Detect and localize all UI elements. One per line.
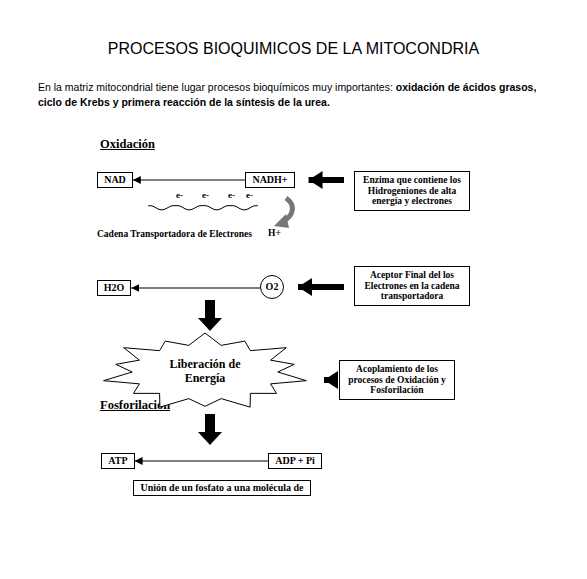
intro-text: En la matriz mitocondrial tiene lugar pr… bbox=[38, 81, 393, 93]
reaction-arrow bbox=[133, 180, 246, 181]
node-text: Enzima que contiene los Hidrogeniones de… bbox=[359, 175, 465, 208]
reaction-arrow bbox=[131, 288, 260, 289]
section-heading: Oxidación bbox=[100, 137, 155, 152]
intro-paragraph: En la matriz mitocondrial tiene lugar pr… bbox=[38, 80, 553, 110]
node-text: NAD bbox=[104, 174, 126, 186]
molecule-box: H2O bbox=[97, 280, 132, 296]
down-block-arrow bbox=[198, 300, 222, 331]
molecule-box: ATP bbox=[101, 453, 134, 469]
block-arrow bbox=[309, 177, 344, 183]
molecule-box: NADH+ bbox=[245, 172, 294, 188]
callout-box: Enzima que contiene los Hidrogeniones de… bbox=[354, 171, 470, 212]
caption-box: Unión de un fosfato a una molécula de bbox=[133, 480, 310, 496]
diagram-label: H+ bbox=[268, 228, 281, 238]
node-text: Acoplamiento de los procesos de Oxidació… bbox=[344, 364, 450, 397]
molecule-box: ADP + Pi bbox=[268, 453, 322, 469]
molecule-box: NAD bbox=[97, 172, 133, 188]
reaction-arrow bbox=[135, 461, 269, 462]
energy-starburst: Liberación de Energía bbox=[100, 332, 310, 412]
node-text: Unión de un fosfato a una molécula de bbox=[140, 482, 303, 494]
diagram-label: e- bbox=[228, 190, 235, 200]
node-text: O2 bbox=[266, 281, 279, 293]
diagram-label: e- bbox=[176, 190, 183, 200]
node-text: NADH+ bbox=[252, 174, 287, 186]
node-text: Liberación de Energía bbox=[162, 358, 248, 386]
diagram-label: Cadena Transportadora de Electrones bbox=[97, 229, 252, 239]
electron-wave bbox=[148, 206, 258, 210]
diagram-label: e- bbox=[246, 190, 253, 200]
space bbox=[393, 81, 396, 93]
diagram-label: e- bbox=[202, 190, 209, 200]
node-text: Aceptor Final del los Electrones en la c… bbox=[359, 270, 465, 303]
down-block-arrow bbox=[198, 414, 222, 445]
proton-hook-head bbox=[274, 214, 289, 228]
page-title: PROCESOS BIOQUIMICOS DE LA MITOCONDRIA bbox=[0, 40, 587, 58]
callout-box: Acoplamiento de los procesos de Oxidació… bbox=[339, 360, 455, 401]
oxygen-circle: O2 bbox=[260, 275, 284, 299]
node-text: H2O bbox=[104, 282, 125, 294]
node-text: ATP bbox=[108, 455, 127, 467]
block-arrow bbox=[324, 377, 329, 383]
block-arrow bbox=[298, 284, 344, 290]
callout-box: Aceptor Final del los Electrones en la c… bbox=[354, 266, 470, 307]
node-text: ADP + Pi bbox=[275, 455, 315, 467]
